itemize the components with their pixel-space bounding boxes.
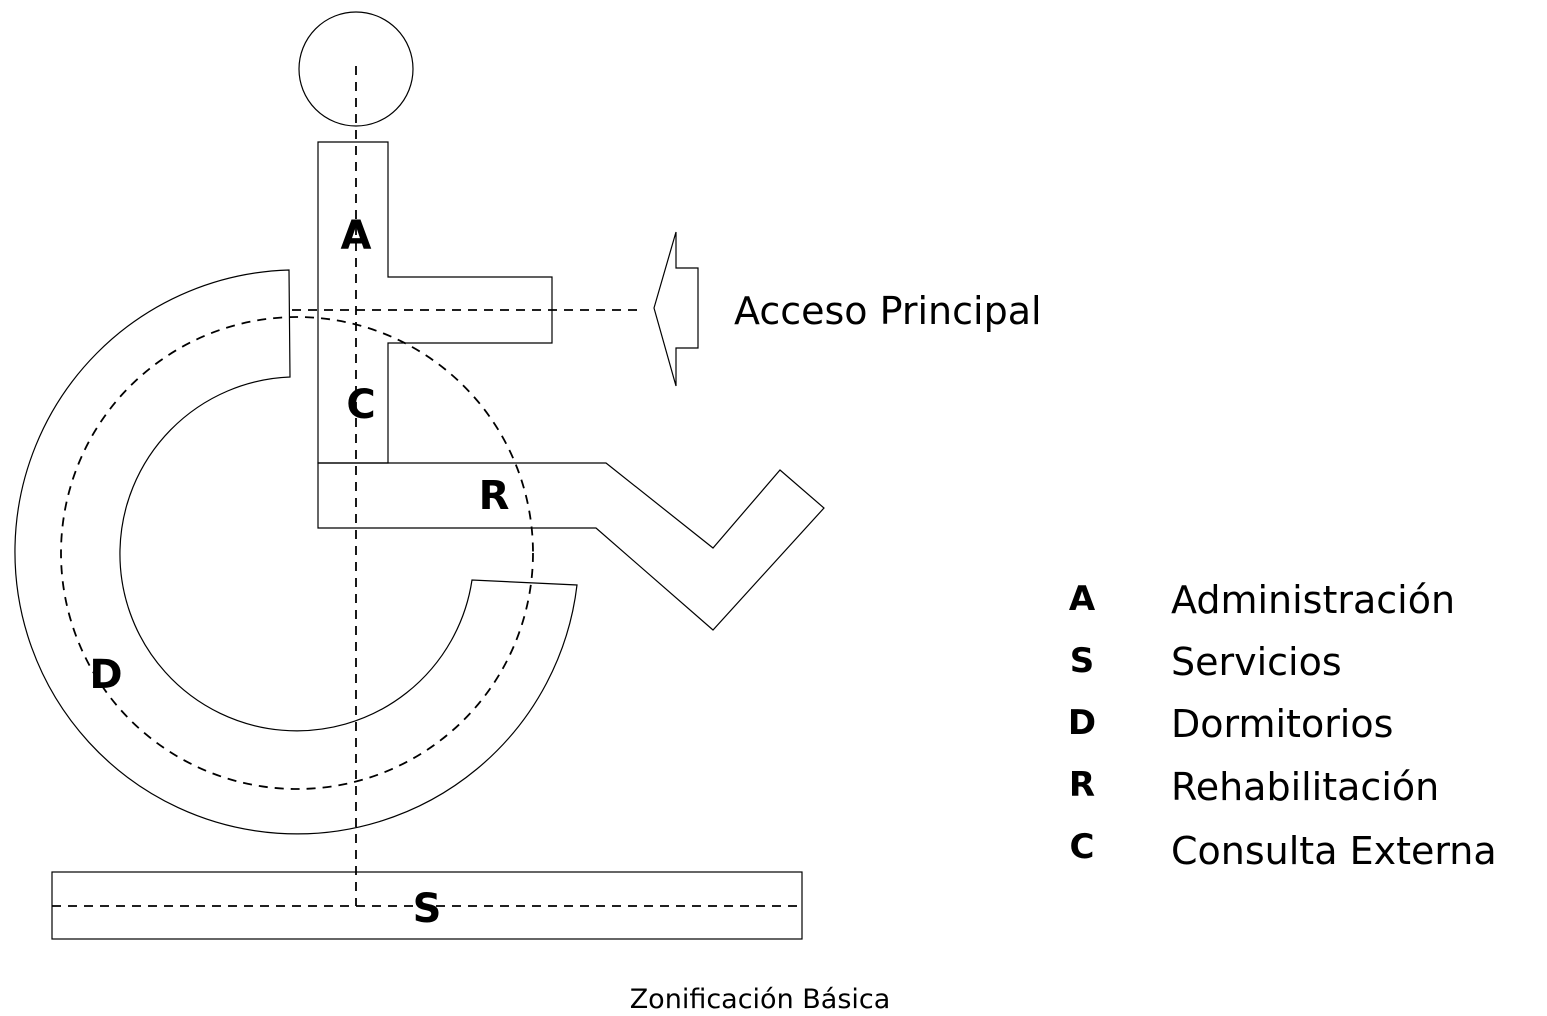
legend-code: S — [1070, 641, 1095, 681]
legend-name: Rehabilitación — [1171, 765, 1439, 809]
zone-label-s: S — [413, 886, 442, 932]
legend-code: A — [1069, 579, 1096, 619]
zone-label-c: C — [346, 382, 375, 428]
head-circle — [298, 11, 414, 127]
legend-name: Dormitorios — [1171, 702, 1393, 746]
legend-code: R — [1069, 765, 1095, 805]
legend-name: Servicios — [1171, 640, 1342, 684]
seat-leg-outline — [317, 462, 825, 631]
access-arrow-icon — [653, 231, 699, 387]
diagram-caption: Zonificación Básica — [630, 984, 891, 1015]
zone-label-a: A — [341, 213, 372, 259]
zone-label-r: R — [479, 473, 510, 519]
legend-code: C — [1070, 827, 1095, 867]
zone-label-d: D — [89, 652, 122, 698]
legend-name: Administración — [1171, 578, 1455, 622]
access-label: Acceso Principal — [734, 289, 1042, 333]
wheel-band-outline — [14, 269, 578, 835]
legend-name: Consulta Externa — [1171, 829, 1497, 873]
legend: A Administración S Servicios D Dormitori… — [1068, 578, 1497, 873]
dashed-circulation-circle — [60, 316, 534, 790]
legend-code: D — [1068, 703, 1096, 743]
